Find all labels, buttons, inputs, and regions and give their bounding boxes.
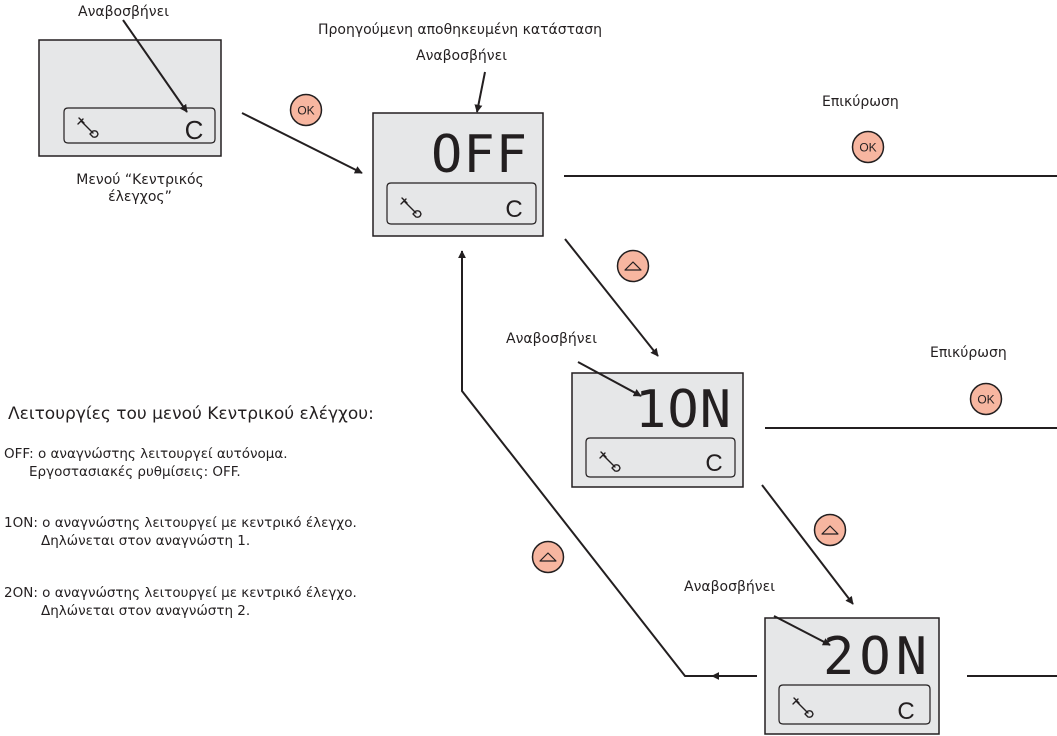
off-display-right-char: C [505,196,522,223]
confirm-label-1on: Επικύρωση [930,345,1007,361]
legend-mode-2on-line2: Δηλώνεται στον αναγνώστη 2. [41,603,251,619]
up-button-off-to-1on[interactable] [616,249,650,283]
blink-pointer-1on [577,361,642,397]
blink-label-menu: Αναβοσβήνει [78,4,169,20]
confirm-label-off: Επικύρωση [822,94,899,110]
svg-text:OK: OK [859,141,876,155]
blink-label-1on: Αναβοσβήνει [506,331,597,347]
legend-mode-2on-line1: 2ON: ο αναγνώστης λειτουργεί με κεντρικό… [4,585,357,601]
menu-display-right-char: C [185,115,204,145]
menu-display: C [38,39,222,157]
legend-mode-off-line2: Εργοστασιακές ρυθμίσεις: OFF. [29,464,241,480]
up-arrow-icon [624,261,642,271]
wrench-icon [77,117,99,138]
menu-caption-line2: έλεγχος” [108,189,172,205]
up-arrow-icon [821,525,839,535]
ok-button-confirm-off[interactable]: OK [851,130,885,164]
1on-display: 1ON C [571,372,744,488]
blink-pointer-2on [773,615,831,646]
2on-display-right-char: C [897,698,914,725]
legend-mode-off-line1: OFF: ο αναγνώστης λειτουργεί αυτόνομα. [4,446,288,462]
legend-mode-1on-line2: Δηλώνεται στον αναγνώστη 1. [41,533,251,549]
off-display: OFF C [372,112,544,237]
ok-button-menu[interactable]: OK [289,93,323,127]
up-button-2on-to-off[interactable] [531,540,565,574]
arrow-off-to-1on [564,238,659,357]
wrench-icon [400,197,422,218]
prev-saved-state-label: Προηγούμενη αποθηκευμένη κατάσταση [317,22,603,38]
legend-title: Λειτουργίες του μενού Κεντρικού ελέγχου: [8,404,374,424]
legend-mode-1on-line1: 1ON: ο αναγνώστης λειτουργεί με κεντρικό… [4,515,357,531]
svg-text:OK: OK [977,393,994,407]
arrow-1on-to-2on [761,484,854,605]
menu-caption: Μενού “Κεντρικός έλεγχος” [40,172,240,206]
legend-mode-off: OFF: ο αναγνώστης λειτουργεί αυτόνομα. Ε… [4,445,288,481]
legend-mode-2on: 2ON: ο αναγνώστης λειτουργεί με κεντρικό… [4,584,357,620]
2on-display-value: 2ON [823,627,927,687]
1on-display-value: 1ON [635,380,731,440]
legend-mode-1on: 1ON: ο αναγνώστης λειτουργεί με κεντρικό… [4,514,357,550]
svg-text:OK: OK [297,104,314,118]
off-display-value: OFF [431,125,527,185]
menu-caption-line1: Μενού “Κεντρικός [76,172,204,188]
blink-label-off: Αναβοσβήνει [416,48,507,64]
2on-display: 2ON C [764,617,940,735]
1on-display-right-char: C [705,450,722,477]
return-path [458,250,712,677]
arrow-menu-to-off [241,112,363,174]
blink-pointer-off [474,71,486,113]
up-button-1on-to-2on[interactable] [813,513,847,547]
ok-button-confirm-1on[interactable]: OK [969,382,1003,416]
wrench-icon [792,697,814,718]
blink-pointer-menu [122,19,188,113]
up-arrow-icon [539,552,557,562]
wrench-icon [599,451,621,472]
blink-label-2on: Αναβοσβήνει [684,579,775,595]
